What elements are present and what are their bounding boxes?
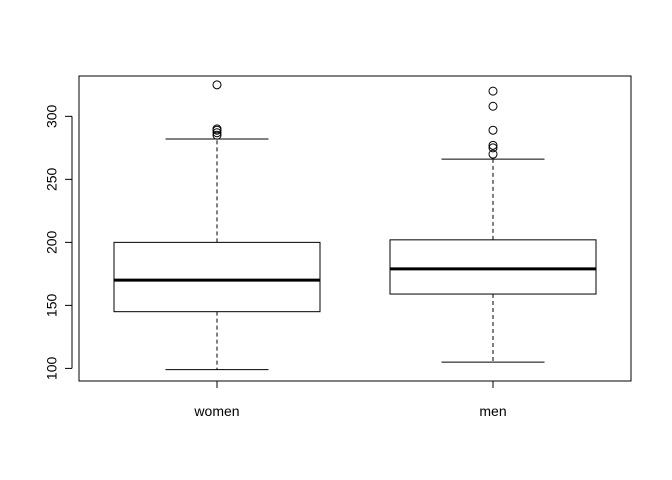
outlier-point [212, 80, 222, 90]
iqr-box [389, 239, 597, 295]
y-tick-label: 100 [44, 357, 60, 381]
outlier-point [488, 140, 498, 150]
y-tick-label: 200 [44, 230, 60, 254]
outlier-point [488, 149, 498, 159]
y-tick-label: 250 [44, 167, 60, 191]
iqr-box [113, 241, 321, 313]
outlier-point [212, 124, 222, 134]
outlier-point [212, 130, 222, 140]
outlier-point [488, 86, 498, 96]
plot-frame [78, 75, 632, 382]
x-tick-label: men [479, 403, 506, 419]
outlier-point [488, 125, 498, 135]
outlier-point [488, 101, 498, 111]
x-tick-label: women [193, 403, 239, 419]
outlier-point [212, 128, 222, 138]
y-tick-label: 300 [44, 104, 60, 128]
y-tick-label: 150 [44, 293, 60, 317]
outlier-point [488, 143, 498, 153]
